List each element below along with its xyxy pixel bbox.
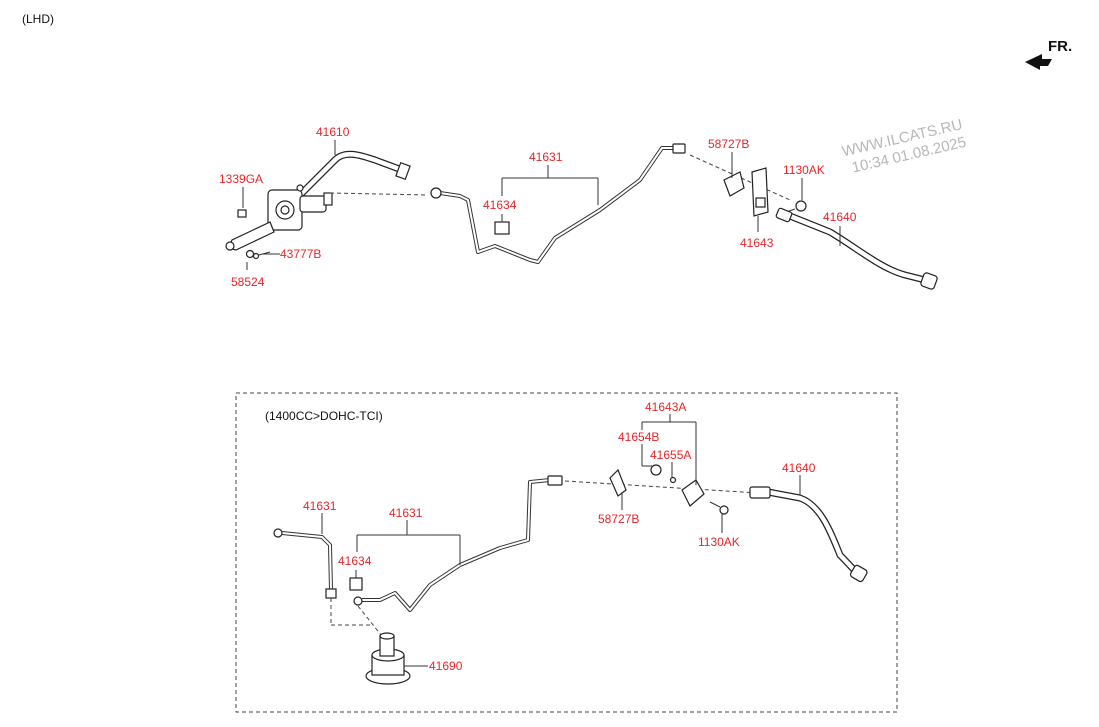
clip-58524 — [245, 249, 255, 259]
bolt-1130AK-lower — [709, 501, 729, 515]
label-41610[interactable]: 41610 — [316, 125, 350, 139]
pin-43777B — [252, 251, 271, 260]
label-41634-lower[interactable]: 41634 — [338, 554, 372, 568]
variant-frame — [235, 392, 898, 713]
bracket-41643A — [650, 464, 705, 507]
dash-line — [329, 192, 429, 196]
clutch-master-cylinder — [225, 184, 333, 251]
label-1339GA[interactable]: 1339GA — [219, 172, 263, 186]
clutch-hose — [775, 207, 938, 290]
variant-title: (1400CC>DOHC-TCI) — [265, 409, 383, 423]
long-clutch-tube — [353, 475, 563, 612]
bolt-1339GA — [237, 209, 247, 218]
label-1130AK[interactable]: 1130AK — [783, 163, 825, 177]
leader-lines-lower — [321, 414, 801, 667]
label-41655A[interactable]: 41655A — [650, 448, 691, 462]
dash-line — [564, 480, 759, 494]
label-41654B[interactable]: 41654B — [618, 430, 659, 444]
variant-label: (LHD) — [22, 12, 54, 26]
front-direction-arrow-icon — [1025, 54, 1052, 70]
clutch-hose-lower — [749, 486, 868, 583]
label-41631-long[interactable]: 41631 — [389, 506, 423, 520]
label-41631[interactable]: 41631 — [529, 150, 563, 164]
label-41640[interactable]: 41640 — [823, 210, 857, 224]
label-41643A[interactable]: 41643A — [645, 400, 686, 414]
label-41634[interactable]: 41634 — [483, 198, 517, 212]
bracket-41643 — [751, 167, 769, 217]
label-41643[interactable]: 41643 — [740, 236, 774, 250]
clip-58727B — [723, 171, 745, 197]
label-41690[interactable]: 41690 — [429, 659, 463, 673]
clip-58727B-lower — [609, 468, 627, 497]
concentric-slave-cylinder — [365, 632, 411, 685]
lower-assembly: (1400CC>DOHC-TCI) — [235, 392, 898, 713]
clip-41634-lower — [349, 570, 363, 591]
watermark: WWW.ILCATS.RU 10:34 01.08.2025 — [840, 116, 968, 176]
label-58727B[interactable]: 58727B — [708, 137, 749, 151]
label-43777B[interactable]: 43777B — [280, 247, 321, 261]
upper-assembly: 41610 1339GA 43777B 58524 41631 41634 58… — [219, 125, 938, 290]
front-direction-label: FR. — [1048, 38, 1072, 55]
clutch-tube — [430, 143, 686, 264]
label-41640-lower[interactable]: 41640 — [782, 461, 816, 475]
clip-41634 — [494, 214, 510, 235]
label-58727B-lower[interactable]: 58727B — [598, 512, 639, 526]
clutch-master-cylinder-hose — [296, 150, 411, 199]
leader-lines — [242, 140, 841, 270]
label-58524[interactable]: 58524 — [231, 275, 265, 289]
label-1130AK-lower[interactable]: 1130AK — [698, 535, 740, 549]
short-clutch-tube — [273, 528, 337, 599]
dash-line — [689, 154, 791, 201]
label-41631-short[interactable]: 41631 — [303, 499, 337, 513]
